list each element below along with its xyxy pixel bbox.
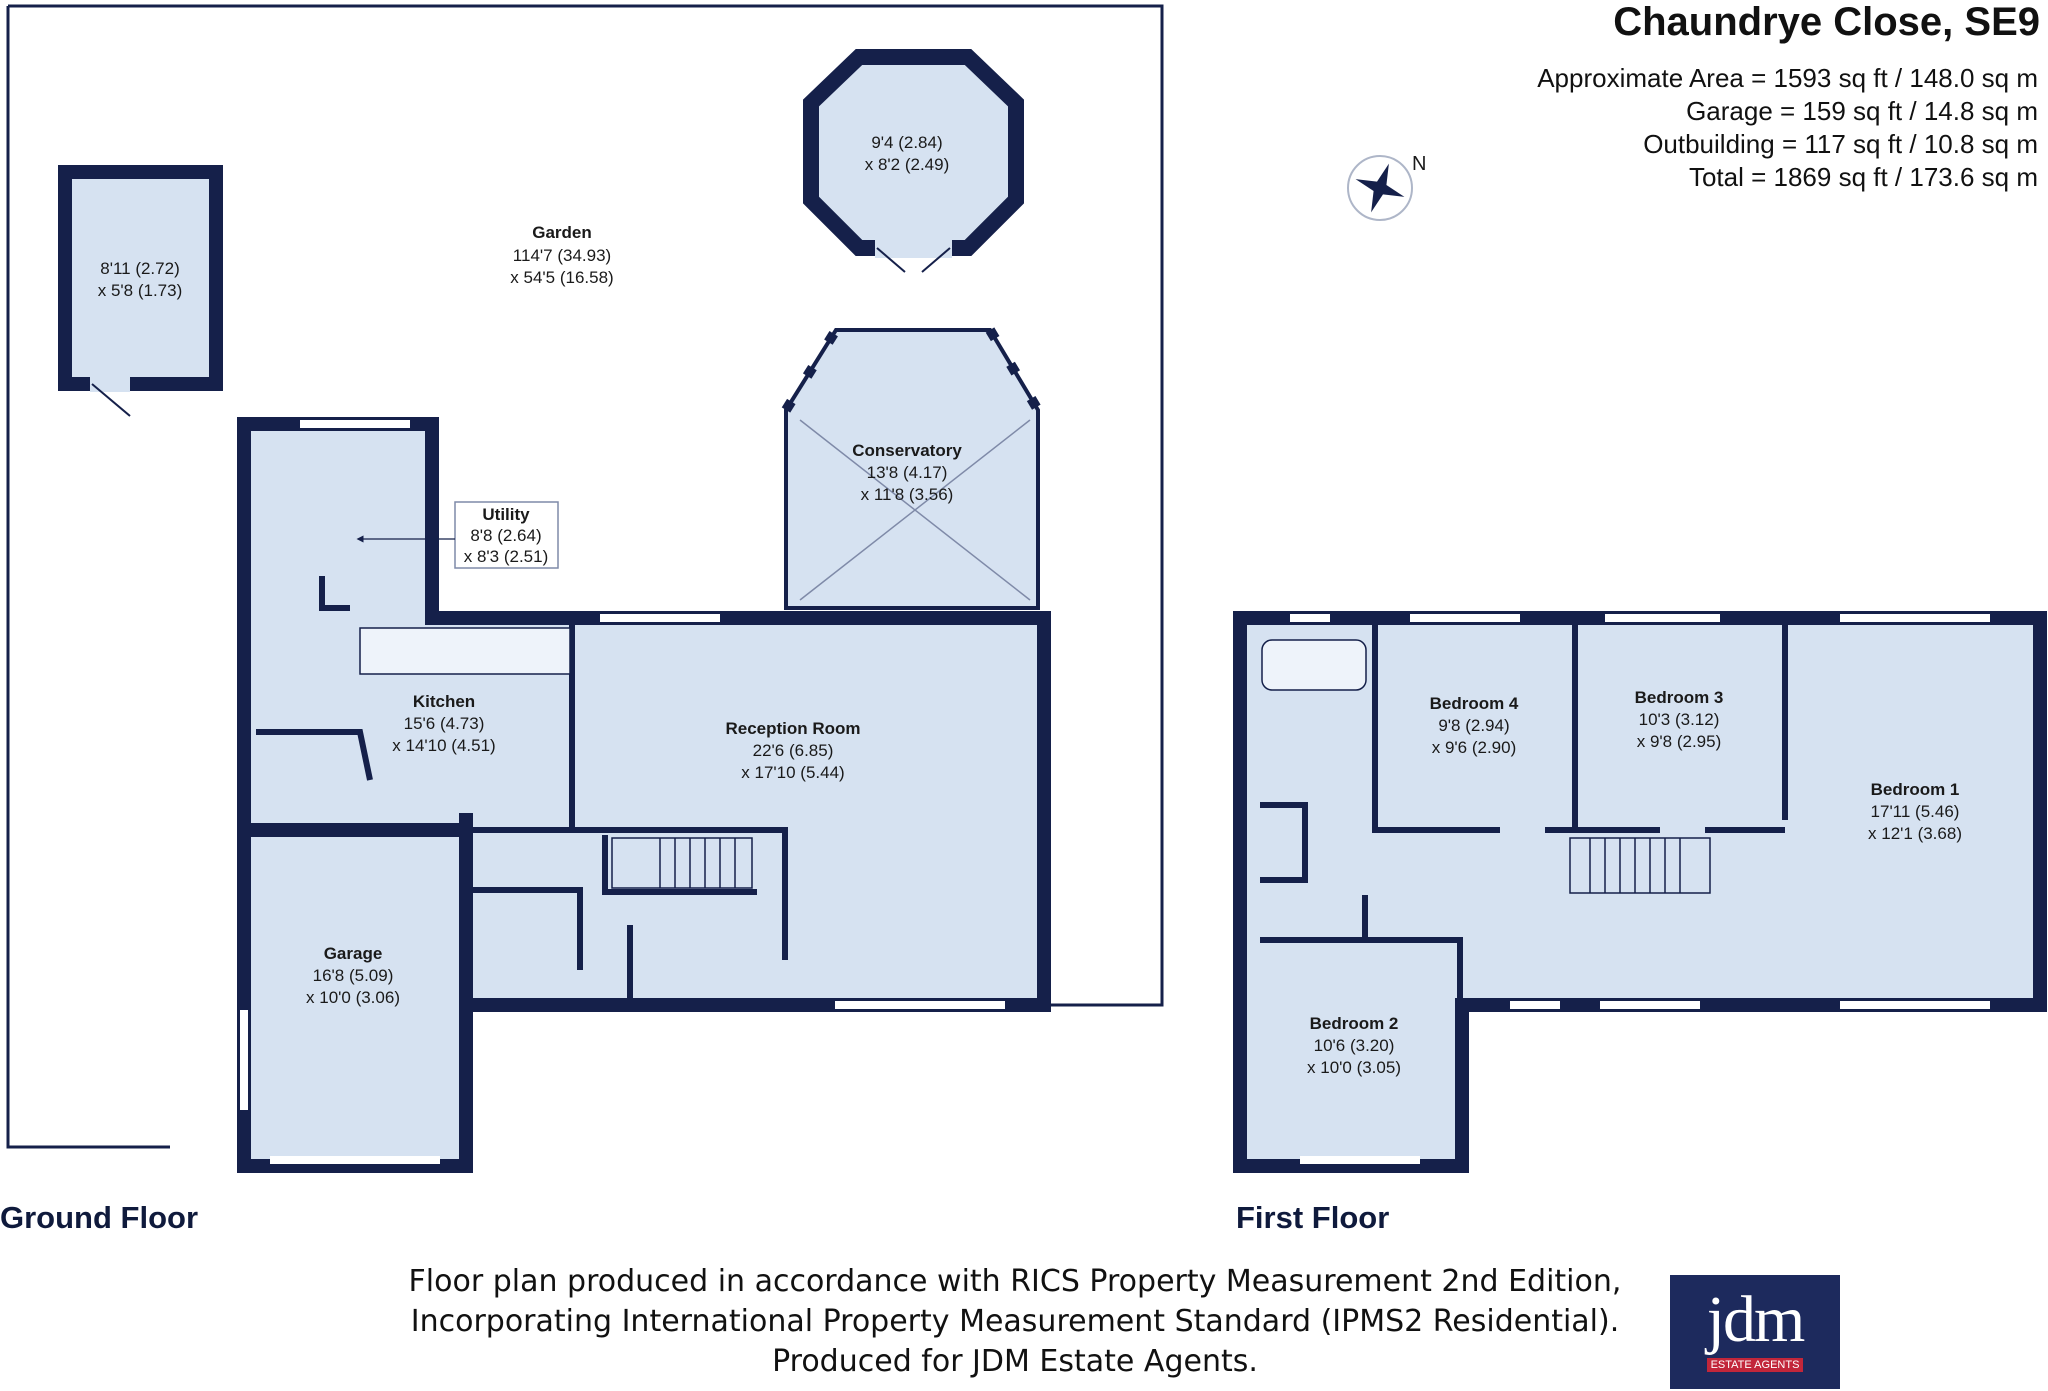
bedroom2-dim2: x 10'0 (3.05) xyxy=(1307,1058,1401,1077)
bedroom2-dim1: 10'6 (3.20) xyxy=(1314,1036,1395,1055)
footer-line-1: Floor plan produced in accordance with R… xyxy=(408,1264,1622,1299)
shed-dim1: 8'11 (2.72) xyxy=(100,259,179,278)
conservatory-dim2: x 11'8 (3.56) xyxy=(861,485,954,504)
bedroom4-name: Bedroom 4 xyxy=(1430,694,1519,713)
bathtub xyxy=(1261,639,1367,691)
summerhouse-dim2: x 8'2 (2.49) xyxy=(865,155,950,174)
garden-dim1: 114'7 (34.93) xyxy=(513,246,611,265)
footer-line-2: Incorporating International Property Mea… xyxy=(410,1304,1620,1339)
outbuilding-shed xyxy=(58,165,223,417)
reception-dim2: x 17'10 (5.44) xyxy=(741,763,844,782)
kitchen-name: Kitchen xyxy=(413,692,475,711)
reception-name: Reception Room xyxy=(725,719,860,738)
garage-dim1: 16'8 (5.09) xyxy=(313,966,394,985)
reception-dim1: 22'6 (6.85) xyxy=(753,741,834,760)
bedroom1-name: Bedroom 1 xyxy=(1871,780,1960,799)
conservatory-dim1: 13'8 (4.17) xyxy=(867,463,948,482)
logo-subtitle: ESTATE AGENTS xyxy=(1706,1358,1804,1372)
property-title: Chaundrye Close, SE9 xyxy=(1613,0,2040,44)
area-summary: Approximate Area = 1593 sq ft / 148.0 sq… xyxy=(1537,62,2038,194)
compass-north-label: N xyxy=(1412,153,1426,175)
bedroom2-name: Bedroom 2 xyxy=(1310,1014,1399,1033)
utility-name: Utility xyxy=(482,505,530,524)
utility-dim1: 8'8 (2.64) xyxy=(470,526,541,545)
summerhouse-dim1: 9'4 (2.84) xyxy=(871,133,942,152)
area-approximate: Approximate Area = 1593 sq ft / 148.0 sq… xyxy=(1537,63,2038,93)
bedroom3-name: Bedroom 3 xyxy=(1635,688,1724,707)
bedroom3-dim1: 10'3 (3.12) xyxy=(1639,710,1720,729)
room-labels: 8'11 (2.72) x 5'8 (1.73) Garden 114'7 (3… xyxy=(98,133,1962,1077)
garden-dim2: x 54'5 (16.58) xyxy=(510,268,613,287)
kitchen-dim2: x 14'10 (4.51) xyxy=(392,736,495,755)
ground-staircase xyxy=(611,837,753,889)
outbuilding-summerhouse xyxy=(803,49,1024,273)
bedroom3-dim2: x 9'8 (2.95) xyxy=(1637,732,1722,751)
bedroom4-dim2: x 9'6 (2.90) xyxy=(1432,738,1517,757)
first-floor-plan xyxy=(1233,611,2047,1173)
conservatory-name: Conservatory xyxy=(852,441,962,460)
first-staircase xyxy=(1569,837,1711,894)
jdm-logo: jdm ESTATE AGENTS xyxy=(1670,1275,1840,1389)
kitchen-dim1: 15'6 (4.73) xyxy=(404,714,485,733)
garden-name: Garden xyxy=(532,223,592,242)
utility-callout: Utility 8'8 (2.64) x 8'3 (2.51) xyxy=(356,501,559,569)
kitchen-worktop xyxy=(359,627,571,675)
footer-disclaimer: Floor plan produced in accordance with R… xyxy=(330,1262,1700,1382)
bedroom4-dim1: 9'8 (2.94) xyxy=(1438,716,1509,735)
compass-icon xyxy=(1347,155,1413,221)
ground-floor-label: Ground Floor xyxy=(0,1200,199,1235)
conservatory-area xyxy=(781,327,1043,610)
area-outbuilding: Outbuilding = 117 sq ft / 10.8 sq m xyxy=(1643,129,2038,159)
garage-dim2: x 10'0 (3.06) xyxy=(306,988,400,1007)
ground-floor-plan xyxy=(6,4,1164,1173)
bedroom1-dim1: 17'11 (5.46) xyxy=(1871,802,1960,821)
utility-dim2: x 8'3 (2.51) xyxy=(464,547,549,566)
area-total: Total = 1869 sq ft / 173.6 sq m xyxy=(1688,162,2038,192)
shed-dim2: x 5'8 (1.73) xyxy=(98,281,183,300)
footer-line-3: Produced for JDM Estate Agents. xyxy=(772,1344,1258,1379)
garden-boundary xyxy=(6,4,1164,1149)
garage-name: Garage xyxy=(324,944,383,963)
area-garage: Garage = 159 sq ft / 14.8 sq m xyxy=(1686,96,2038,126)
bedroom1-dim2: x 12'1 (3.68) xyxy=(1868,824,1962,843)
first-floor-footprint xyxy=(1240,618,2040,1166)
first-floor-label: First Floor xyxy=(1236,1200,1390,1235)
logo-wordmark: jdm xyxy=(1706,1283,1806,1356)
ground-floor-footprint xyxy=(244,424,1044,1166)
